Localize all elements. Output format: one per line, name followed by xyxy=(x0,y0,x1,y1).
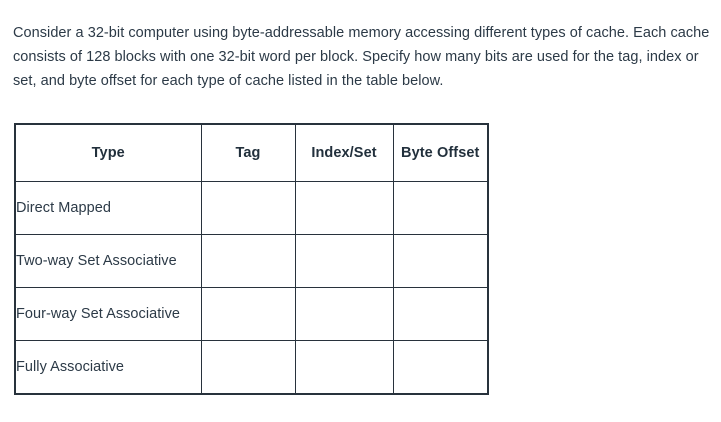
cell-value xyxy=(296,367,393,368)
cell-value xyxy=(202,208,295,209)
cell-tag-two-way-set-associative[interactable] xyxy=(200,234,296,288)
column-header-tag: Tag xyxy=(200,123,296,182)
cell-byte-offset-four-way-set-associative[interactable] xyxy=(392,287,489,341)
cell-value xyxy=(296,208,393,209)
question-paragraph: Consider a 32-bit computer using byte-ad… xyxy=(13,24,710,89)
cell-value xyxy=(394,314,488,315)
table-row: Fully Associative xyxy=(14,340,489,395)
cell-value xyxy=(202,261,295,262)
cell-index-set-four-way-set-associative[interactable] xyxy=(294,287,394,341)
cell-byte-offset-fully-associative[interactable] xyxy=(392,340,489,395)
cell-index-set-direct-mapped[interactable] xyxy=(294,181,394,235)
cell-value xyxy=(394,367,488,368)
table-row: Two-way Set Associative xyxy=(14,234,489,288)
cache-table-container: Type Tag Index/Set Byte Offset Direct Ma… xyxy=(14,123,489,395)
cell-value xyxy=(296,261,393,262)
column-header-byte-offset: Byte Offset xyxy=(392,123,489,182)
column-header-index-set: Index/Set xyxy=(294,123,394,182)
cell-value xyxy=(202,314,295,315)
cell-value xyxy=(296,314,393,315)
cell-type-four-way-set-associative: Four-way Set Associative xyxy=(14,287,202,341)
cell-index-set-two-way-set-associative[interactable] xyxy=(294,234,394,288)
cell-tag-direct-mapped[interactable] xyxy=(200,181,296,235)
cell-tag-fully-associative[interactable] xyxy=(200,340,296,395)
cell-byte-offset-two-way-set-associative[interactable] xyxy=(392,234,489,288)
table-header-row: Type Tag Index/Set Byte Offset xyxy=(14,123,489,182)
cell-type-two-way-set-associative: Two-way Set Associative xyxy=(14,234,202,288)
table-row: Four-way Set Associative xyxy=(14,287,489,341)
cache-bits-table: Type Tag Index/Set Byte Offset Direct Ma… xyxy=(14,123,489,395)
cell-type-direct-mapped: Direct Mapped xyxy=(14,181,202,235)
cell-value xyxy=(394,208,488,209)
table-row: Direct Mapped xyxy=(14,181,489,235)
cell-tag-four-way-set-associative[interactable] xyxy=(200,287,296,341)
cell-value xyxy=(202,367,295,368)
cell-index-set-fully-associative[interactable] xyxy=(294,340,394,395)
cell-byte-offset-direct-mapped[interactable] xyxy=(392,181,489,235)
column-header-type: Type xyxy=(14,123,202,182)
cell-type-fully-associative: Fully Associative xyxy=(14,340,202,395)
cell-value xyxy=(394,261,488,262)
